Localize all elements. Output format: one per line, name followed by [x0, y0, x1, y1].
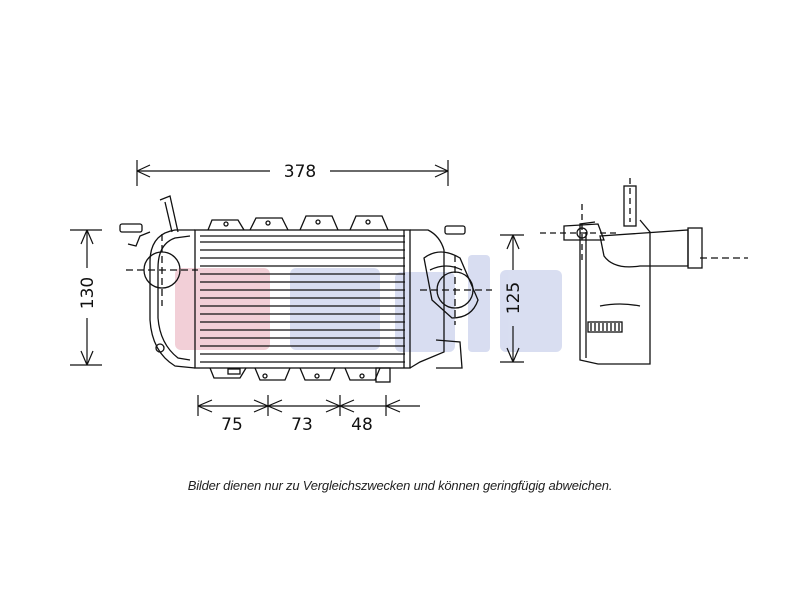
dimension-spacing-1: 75 [221, 415, 243, 435]
dimension-lines [70, 160, 524, 416]
dimension-spacing-3: 48 [351, 415, 373, 435]
dimension-height-right: 125 [504, 282, 524, 314]
disclaimer-caption: Bilder dienen nur zu Vergleichszwecken u… [187, 478, 613, 493]
intercooler-side-view [540, 178, 748, 365]
dimension-spacing-2: 73 [291, 415, 313, 435]
intercooler-front-view [119, 195, 492, 383]
dimension-overall-length: 378 [284, 162, 316, 182]
dimension-height-left: 130 [78, 277, 98, 309]
